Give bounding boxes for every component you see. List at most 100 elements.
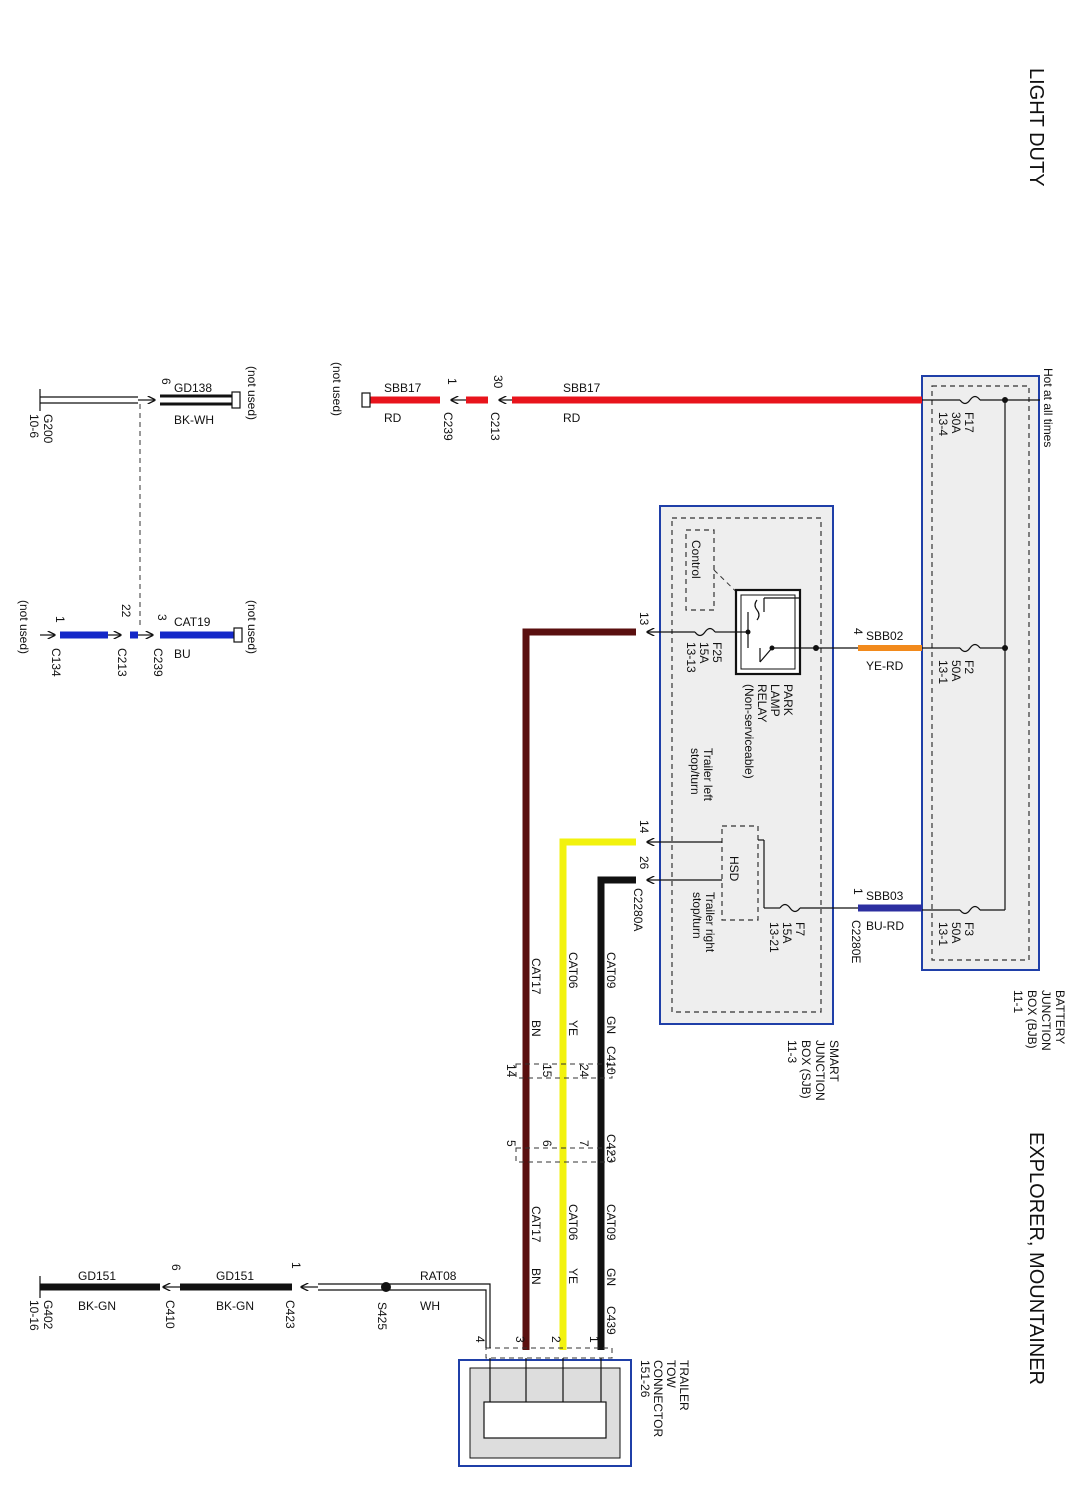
cat09-a-circuit: CAT09 bbox=[604, 952, 618, 989]
c213-cat-name: C213 bbox=[115, 648, 129, 677]
svg-text:(Non-serviceable): (Non-serviceable) bbox=[742, 684, 756, 779]
tow-pin-2: 2 bbox=[549, 1336, 563, 1343]
svg-text:Trailer right: Trailer right bbox=[703, 892, 717, 953]
c423-pin-7: 7 bbox=[577, 1140, 591, 1147]
not-used-label-1: (not used) bbox=[330, 362, 344, 416]
svg-text:TOW: TOW bbox=[664, 1360, 678, 1388]
bjb-name: BATTERY JUNCTION BOX (BJB) 11-1 bbox=[1011, 990, 1067, 1051]
g402-ref: 10-16 bbox=[27, 1300, 41, 1331]
cat09-a-color: GN bbox=[604, 1016, 618, 1034]
sbb03-color: BU-RD bbox=[866, 919, 904, 933]
sbb17-main-color: RD bbox=[563, 411, 581, 425]
svg-text:BATTERY: BATTERY bbox=[1053, 990, 1067, 1044]
svg-text:TRAILER: TRAILER bbox=[677, 1360, 691, 1411]
wire-cat17 bbox=[522, 628, 636, 1350]
sjb-pin-13: 13 bbox=[637, 612, 651, 626]
gd138-circuit-label: GD138 bbox=[174, 381, 212, 395]
cat17-b-circuit: CAT17 bbox=[529, 1206, 543, 1243]
cat19-color: BU bbox=[174, 647, 191, 661]
fuse-f7-ref: 13-21 bbox=[767, 922, 781, 953]
title-explorer-mountainer: EXPLORER, MOUNTAINER bbox=[1025, 1132, 1047, 1385]
c134-pin: 1 bbox=[53, 616, 67, 623]
svg-text:stop/turn: stop/turn bbox=[690, 892, 704, 939]
fuse-f17-ref: 13-4 bbox=[936, 412, 950, 436]
c410-gnd-pin: 6 bbox=[169, 1264, 183, 1271]
cat06-b-color: YE bbox=[566, 1268, 580, 1284]
gd151-a-color: BK-GN bbox=[216, 1299, 254, 1313]
fuse-f25-amps: 15A bbox=[697, 642, 711, 663]
fuse-f25-ref: 13-13 bbox=[684, 642, 698, 673]
c423-pin-5: 5 bbox=[504, 1140, 518, 1147]
fuse-f7-amps: 15A bbox=[780, 922, 794, 943]
svg-text:11-1: 11-1 bbox=[1011, 990, 1025, 1013]
svg-text:BOX (BJB): BOX (BJB) bbox=[1025, 990, 1039, 1049]
sjb-pin-4: 4 bbox=[851, 628, 865, 635]
trailer-left-label: Trailer left stop/turn bbox=[688, 748, 715, 802]
trailer-connector-label: TRAILER TOW CONNECTOR 151-26 bbox=[638, 1360, 691, 1437]
battery-junction-box: Hot at all times F17 30A 13-4 F2 50A 13-… bbox=[921, 368, 1067, 1051]
splice-s425-label: S425 bbox=[375, 1302, 389, 1330]
svg-text:JUNCTION: JUNCTION bbox=[1039, 990, 1053, 1051]
hot-at-all-times-label: Hot at all times bbox=[1041, 368, 1055, 447]
sbb17-end-color: RD bbox=[384, 411, 402, 425]
cat09-b-color: GN bbox=[604, 1268, 618, 1286]
c239-cat-name: C239 bbox=[151, 648, 165, 677]
cat06-a-color: YE bbox=[566, 1020, 580, 1036]
c2280e-label: C2280E bbox=[849, 920, 863, 963]
title-light-duty: LIGHT DUTY bbox=[1025, 68, 1047, 187]
g200-name: G200 bbox=[41, 414, 55, 444]
c423-pin-6: 6 bbox=[540, 1140, 554, 1147]
sbb03-circuit: SBB03 bbox=[866, 889, 904, 903]
c410-pin-15: 15 bbox=[540, 1064, 554, 1078]
sbb17-end-circuit: SBB17 bbox=[384, 381, 422, 395]
tow-pin-3: 3 bbox=[513, 1336, 527, 1343]
sjb-pin-26: 26 bbox=[637, 856, 651, 870]
c213-top-name: C213 bbox=[488, 412, 502, 441]
c239-top-pin: 1 bbox=[445, 378, 459, 385]
sjb-pin-14: 14 bbox=[637, 820, 651, 834]
not-used-label-3: (not used) bbox=[17, 600, 31, 654]
svg-text:LAMP: LAMP bbox=[768, 684, 782, 717]
ground-circuit-bottom: S425 RAT08 WH 1 C423 GD151 BK-GN 6 C410 … bbox=[27, 1262, 491, 1348]
svg-text:SMART: SMART bbox=[827, 1040, 841, 1082]
c410-pin-14: 14 bbox=[504, 1064, 518, 1078]
sjb-pin-1: 1 bbox=[851, 888, 865, 895]
gd151-b-color: BK-GN bbox=[78, 1299, 116, 1313]
fuse-f2-ref: 13-1 bbox=[936, 660, 950, 684]
fuse-f3-id: F3 bbox=[962, 922, 976, 936]
svg-text:151-26: 151-26 bbox=[638, 1360, 652, 1398]
c423-name: C423 bbox=[604, 1134, 618, 1163]
cat06-b-circuit: CAT06 bbox=[566, 1204, 580, 1241]
c423-gnd-pin: 1 bbox=[289, 1262, 303, 1269]
c134-name: C134 bbox=[49, 648, 63, 677]
g402-name: G402 bbox=[41, 1300, 55, 1330]
trailer-circuits: CAT17 BN CAT06 YE CAT09 GN C410 24 15 14… bbox=[485, 628, 636, 1359]
svg-text:JUNCTION: JUNCTION bbox=[813, 1040, 827, 1101]
tow-pin-1: 1 bbox=[587, 1336, 601, 1343]
svg-text:BOX (SJB): BOX (SJB) bbox=[799, 1040, 813, 1099]
cat17-b-color: BN bbox=[529, 1268, 543, 1285]
sbb17-wire-group: SBB17 RD 30 C213 1 C239 SBB17 RD (not us… bbox=[330, 362, 922, 441]
c410-gnd-name: C410 bbox=[163, 1300, 177, 1329]
c439-name: C439 bbox=[604, 1306, 618, 1335]
rat08-color: WH bbox=[420, 1299, 440, 1313]
cat19-circuit-label: CAT19 bbox=[174, 615, 211, 629]
c410-name: C410 bbox=[604, 1046, 618, 1075]
fuse-f2-id: F2 bbox=[962, 660, 976, 674]
svg-text:Trailer left: Trailer left bbox=[701, 748, 715, 802]
c239-cat-pin: 3 bbox=[155, 614, 169, 621]
gd151-b-circuit: GD151 bbox=[78, 1269, 116, 1283]
wire-cat09 bbox=[597, 876, 636, 1350]
gd138-circuit: G200 10-6 6 GD138 BK-WH (not used) bbox=[27, 366, 259, 628]
tow-pin-4: 4 bbox=[473, 1336, 487, 1343]
fuse-f2-amps: 50A bbox=[949, 660, 963, 681]
smart-junction-box: Control PARK LAMP RELAY (Non-serviceable… bbox=[631, 505, 865, 1101]
c410-pin-24: 24 bbox=[577, 1064, 591, 1078]
sbb02-color: YE-RD bbox=[866, 659, 904, 673]
sbb17-main-circuit: SBB17 bbox=[563, 381, 601, 395]
fuse-f17-id: F17 bbox=[962, 412, 976, 433]
gd138-color: BK-WH bbox=[174, 413, 214, 427]
gd151-a-circuit: GD151 bbox=[216, 1269, 254, 1283]
not-used-label-2: (not used) bbox=[245, 366, 259, 420]
